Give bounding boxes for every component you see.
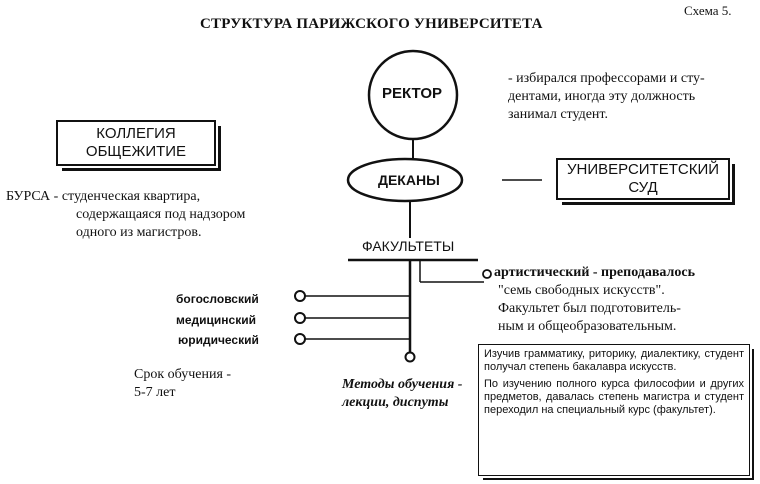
rector-note: - избирался профессорами и сту- дентами,… <box>508 70 705 124</box>
theological-node <box>294 290 306 302</box>
medical-node <box>294 312 306 324</box>
page-title: СТРУКТУРА ПАРИЖСКОГО УНИВЕРСИТЕТА <box>200 16 543 32</box>
study-term: Срок обучения - 5-7 лет <box>134 366 231 402</box>
master-paragraph: По изучению полного курса философии и др… <box>484 378 744 416</box>
faculties-heading: ФАКУЛЬТЕТЫ <box>362 238 455 254</box>
teaching-methods: Методы обучения - лекции, диспуты <box>342 376 462 412</box>
law-faculty: юридический <box>178 333 259 347</box>
court-line: СУД <box>628 179 658 196</box>
rector-note-line: дентами, иногда эту должность <box>508 89 696 104</box>
artistic-line: артистический - преподавалось <box>494 265 696 280</box>
college-line: КОЛЛЕГИЯ <box>96 125 176 142</box>
medical-faculty: медицинский <box>176 313 256 327</box>
theological-faculty: богословский <box>176 292 259 306</box>
artistic-line: "семь свободных искусств". <box>498 283 665 298</box>
methods-line: лекции, диспуты <box>342 395 449 410</box>
study-term-line: Срок обучения - <box>134 367 232 382</box>
bachelor-paragraph: Изучив грамматику, риторику, диалектику,… <box>484 348 744 373</box>
deans-label: ДЕКАНЫ <box>378 172 440 188</box>
bursa-note: БУРСА - студенческая квартира, содержаща… <box>6 188 245 242</box>
dormitory-line: ОБЩЕЖИТИЕ <box>85 143 187 160</box>
college-dormitory-box: КОЛЛЕГИЯ ОБЩЕЖИТИЕ <box>56 120 221 171</box>
artistic-faculty-note: артистический - преподавалось "семь своб… <box>494 264 695 336</box>
court-line: УНИВЕРСИТЕТСКИЙ <box>566 161 720 178</box>
scheme-label: Схема 5. <box>684 3 732 18</box>
rector-note-line: занимал студент. <box>508 107 608 122</box>
deans-ellipse <box>346 157 464 203</box>
law-node <box>294 333 306 345</box>
bursa-line: содержащаяся под надзором <box>76 207 246 222</box>
rector-note-line: - избирался профессорами и сту- <box>508 71 705 86</box>
artistic-line: Факультет был подготовитель- <box>498 301 681 316</box>
bursa-line: БУРСА - студенческая квартира, <box>6 189 201 204</box>
rector-label: РЕКТОР <box>382 85 442 102</box>
study-term-line: 5-7 лет <box>134 385 176 400</box>
artistic-line: ным и общеобразовательным. <box>498 319 677 334</box>
education-degrees-box: Изучив грамматику, риторику, диалектику,… <box>478 344 754 480</box>
artistic-node <box>482 269 492 279</box>
methods-line: Методы обучения - <box>342 377 463 392</box>
methods-node <box>404 351 416 363</box>
university-court-box: УНИВЕРСИТЕТСКИЙ СУД <box>556 158 735 205</box>
bursa-line: одного из магистров. <box>76 225 202 240</box>
